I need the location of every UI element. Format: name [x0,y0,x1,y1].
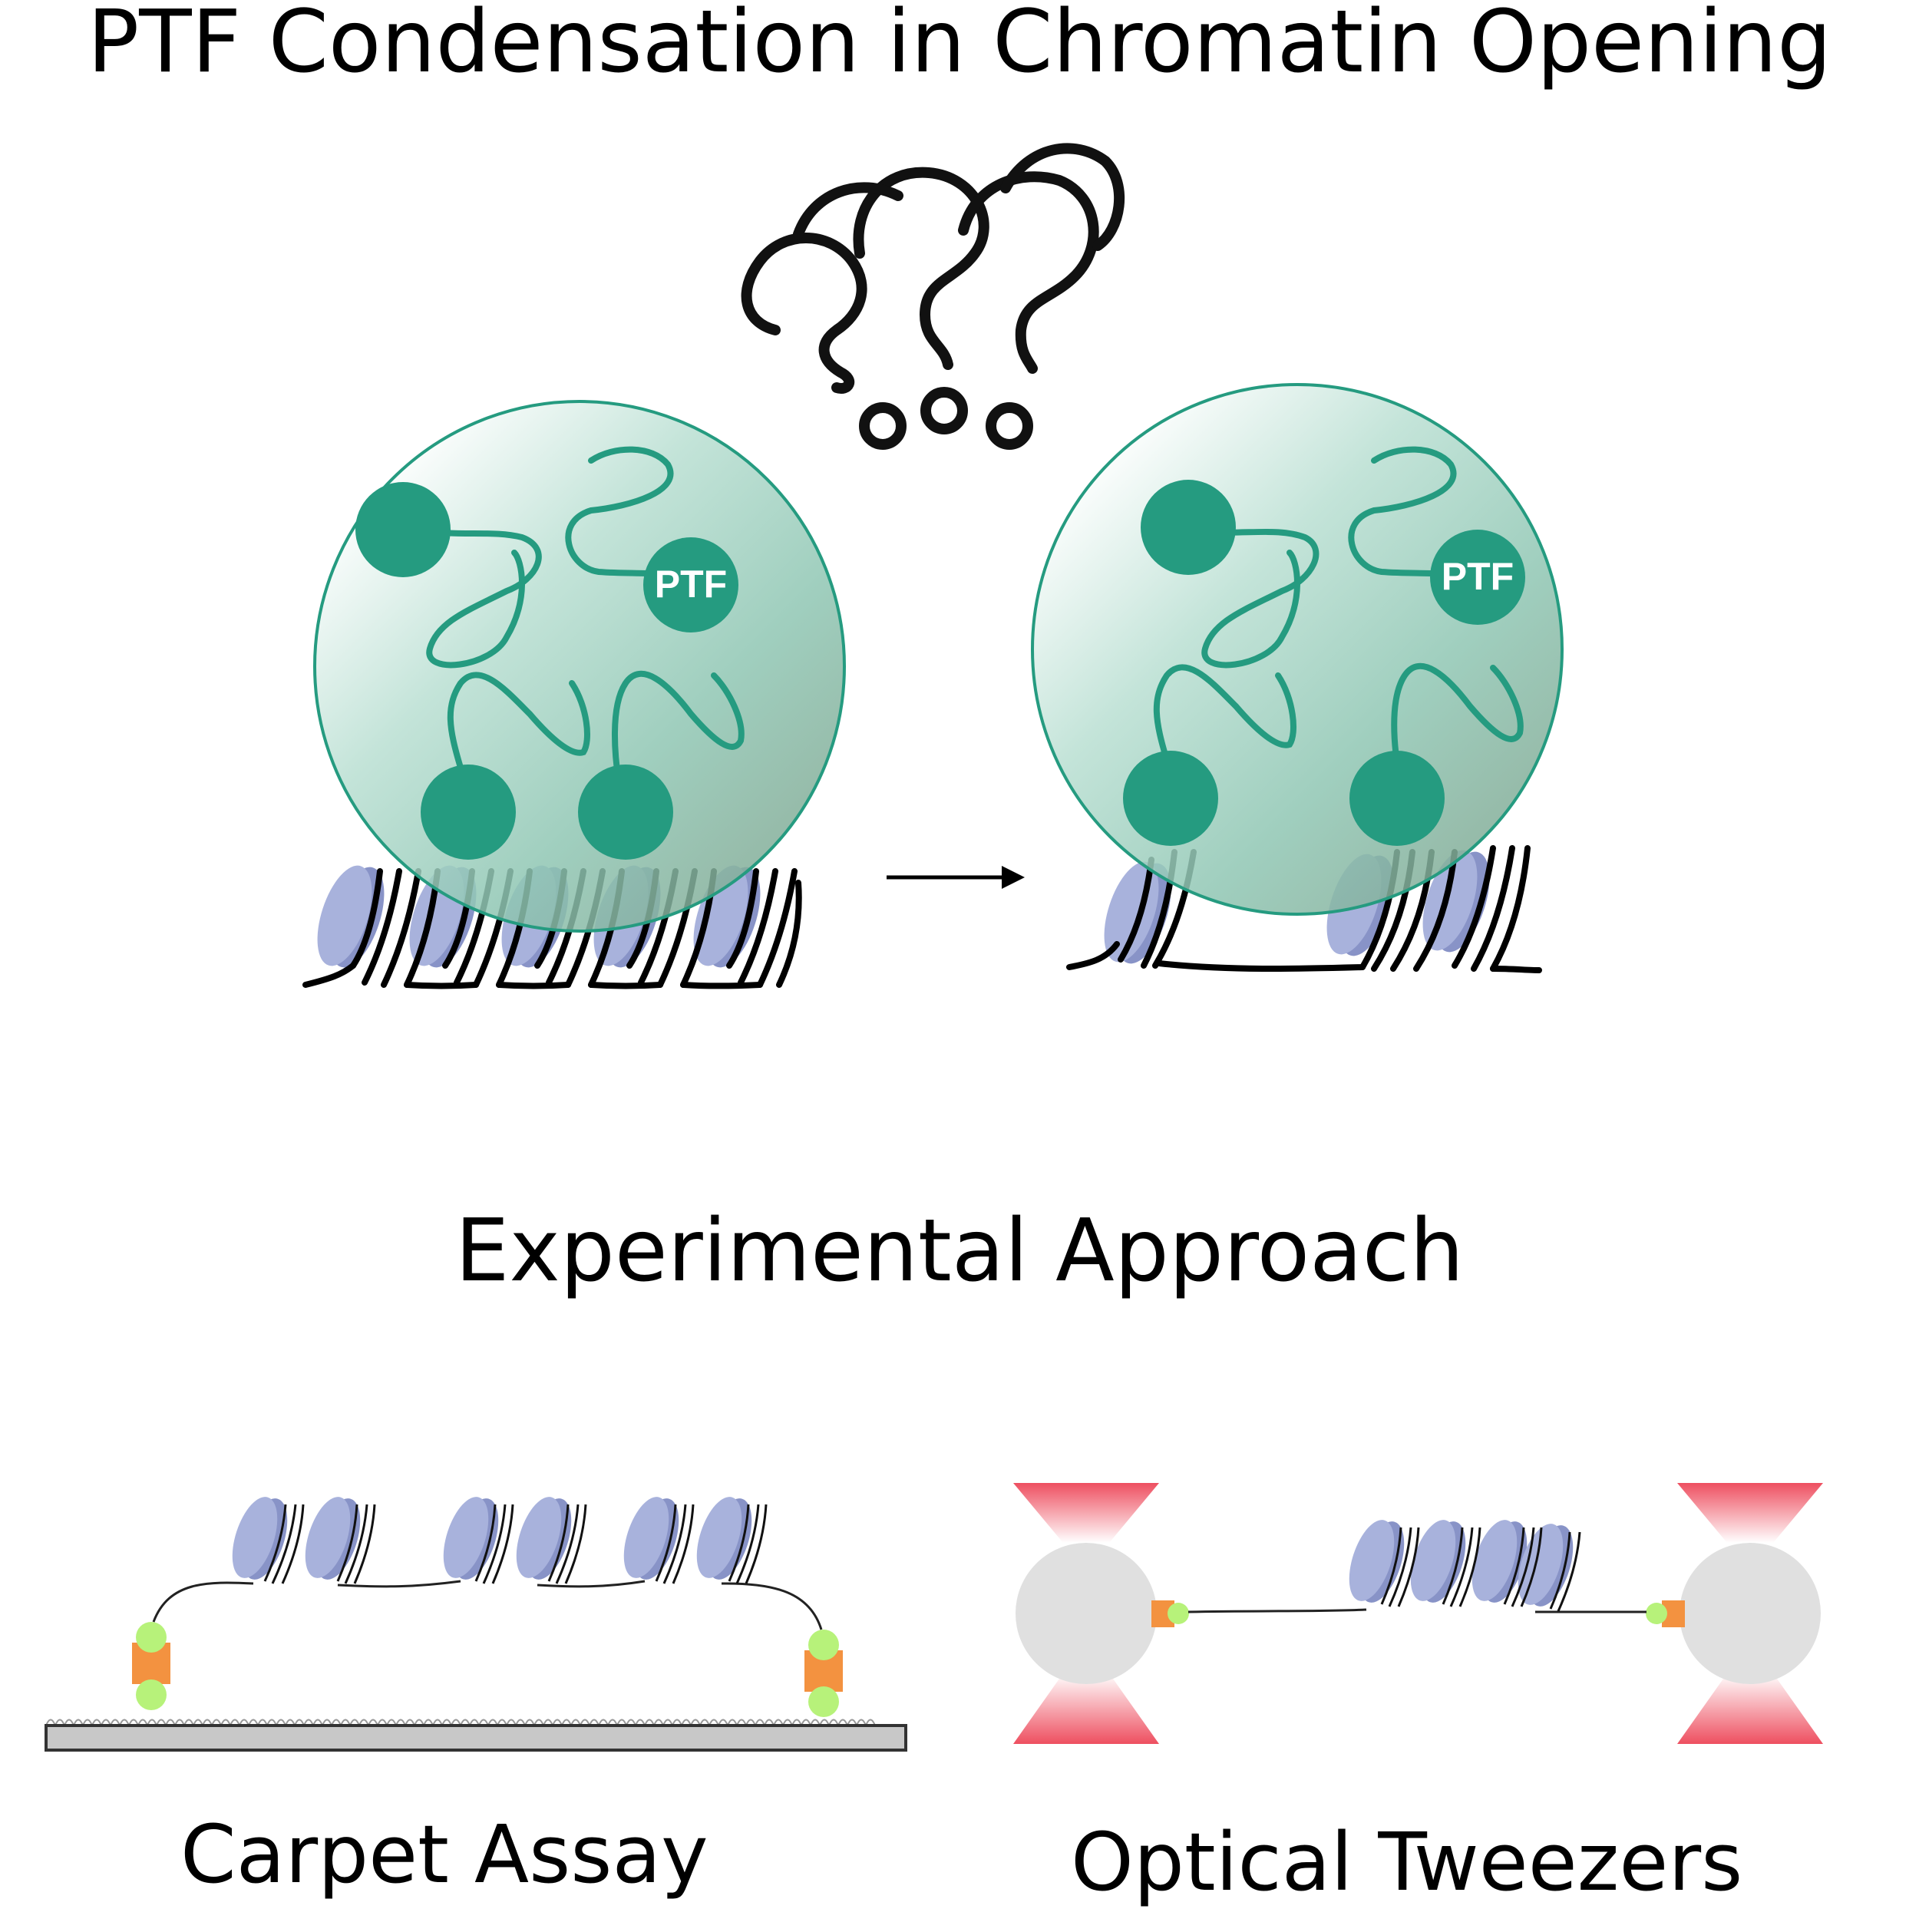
dna-tether-carpet [154,1581,821,1630]
trap-left [1013,1483,1159,1744]
ptf-label: PTF [1442,555,1514,598]
trapped-bead [1016,1543,1157,1684]
transition-arrow [887,866,1025,889]
glass-surface [46,1726,906,1750]
ptf-label: PTF [655,563,727,606]
carpet-assay-diagram [46,1491,906,1750]
condensate-droplet [1032,385,1562,914]
condensate-droplet [315,401,844,931]
dna-tether-tweezers [1188,1610,1647,1612]
opened-chromatin-after: PTF [1032,385,1562,970]
question-marks-icon [747,148,1120,444]
optical-tweezers-diagram [1013,1483,1823,1744]
condensed-chromatin-before: PTF [306,401,844,986]
tether-right [804,1630,843,1717]
tether-left [132,1622,170,1710]
trap-right [1677,1483,1823,1744]
trapped-bead [1680,1543,1821,1684]
